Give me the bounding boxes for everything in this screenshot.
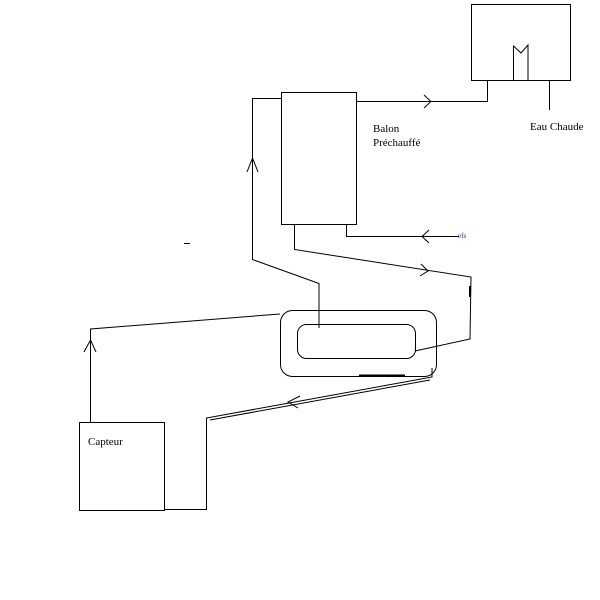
heat-exchanger-coil [297,324,416,359]
pipe-return-double-line [209,379,431,421]
flow-arrow-right-loop-icon [419,263,429,277]
flow-arrow-cold-inlet-icon [421,229,430,244]
efs-label: efs [458,232,467,240]
flow-arrow-to-heater-icon [423,94,432,109]
balon-prechauffe-label: Balon Préchauffé [373,122,420,150]
balon-label-line2: Préchauffé [373,137,421,149]
heat-exchanger-outer [280,310,437,377]
capteur-collector-box [79,422,165,511]
flow-arrow-return-icon [286,395,301,409]
flow-arrow-up-capteur-icon [83,338,97,353]
pipe-cold-water-inlet [346,225,459,237]
pipe-tank-to-exchanger-right [294,225,472,352]
capteur-label: Capteur [88,436,123,448]
chauffe-eau-box [471,4,571,81]
pipe-tank-to-exchanger-left [252,98,320,328]
balon-label-line1: Balon [373,123,400,135]
flow-arrow-up-tank-icon [246,156,259,173]
pipe-tank-to-heater [357,80,488,102]
pipe-capteur-to-exchanger [165,368,433,510]
balon-prechauffe-tank [281,92,357,225]
heating-element-icon [513,43,529,80]
pipe-exchanger-to-capteur [90,313,281,422]
eau-chaude-label: Eau Chaude [530,121,584,133]
